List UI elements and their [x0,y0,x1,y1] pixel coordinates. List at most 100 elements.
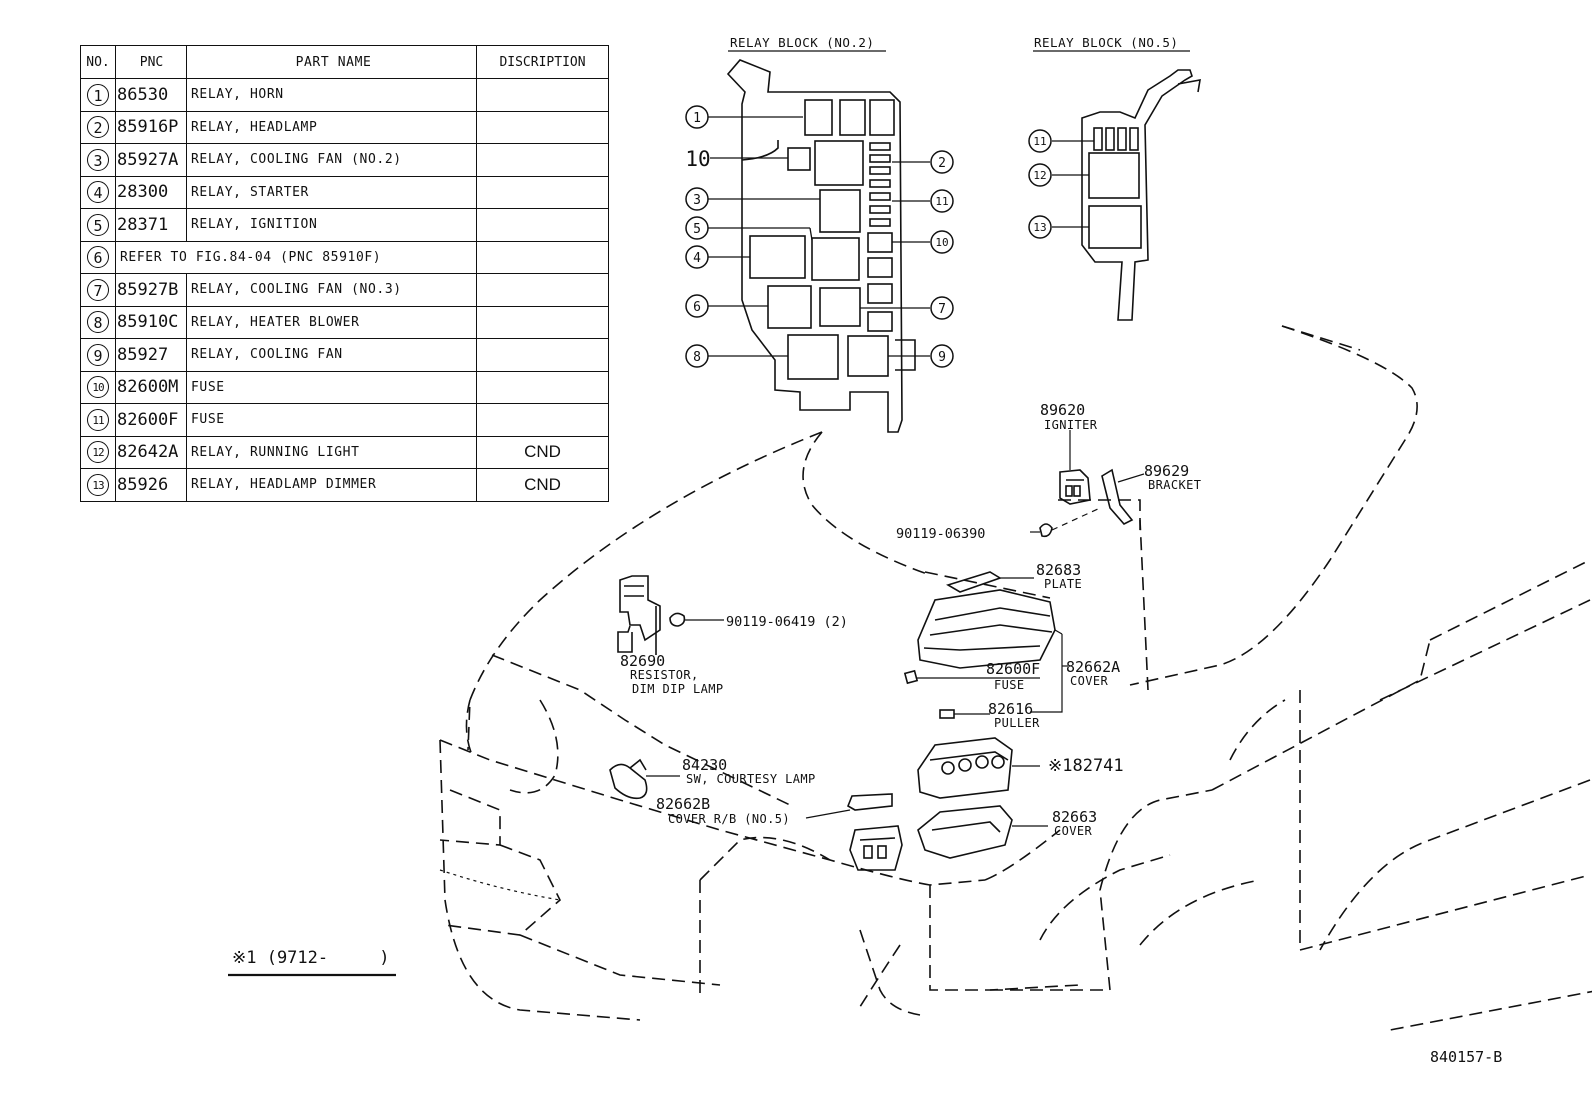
row-part-name-cell: RELAY, IGNITION [186,208,477,242]
part-90119-06390-number: 90119-06390 [896,526,986,542]
rb2-callout-10-right: 10 [935,236,948,249]
part-82600F-number: 82600F [986,660,1041,678]
row-description-cell [476,110,609,144]
relay-block-cover-drawing [917,805,1048,859]
part-82662B-number: 82662B [656,795,711,813]
table-header-row: NO. PNC PART NAME DISCRIPTION [80,45,609,79]
part-82600F-name: FUSE [994,678,1025,692]
row-part-name-cell: RELAY, HORN [186,78,477,112]
row-pnc-cell: 28371 [115,208,187,242]
relay-block-2-drawing [726,59,916,433]
part-82616-number: 82616 [988,700,1034,718]
row-pnc-cell: 85927A [115,143,187,177]
part-82663-number: 82663 [1052,808,1098,826]
row-number-cell: 3 [80,143,116,177]
part-82690-name-line1: RESISTOR, [630,668,699,682]
rb5-callout-13: 13 [1033,221,1046,234]
row-number-cell: 13 [80,468,116,502]
car-body-outline [439,325,1592,1031]
relay-block-5-leaders [1052,140,1094,228]
row-number-circle: 5 [87,213,109,236]
relay-block-5-body-drawing [849,825,903,871]
row-number-circle: 13 [87,473,109,496]
part-82683-number: 82683 [1036,561,1082,579]
row-number-circle: 10 [87,376,109,399]
part-82662A-number: 82662A [1066,658,1121,676]
igniter-drawing [1059,430,1091,505]
part-89620-number: 89620 [1040,401,1086,419]
row-description-cell [476,305,609,339]
header-description: DISCRIPTION [476,45,609,79]
row-number-circle: 4 [87,181,109,204]
row-number-cell: 5 [80,208,116,242]
row-part-name-cell: RELAY, HEADLAMP [186,110,477,144]
row-number-cell: 10 [80,370,116,404]
bracket-drawing [1101,468,1145,525]
row-part-name-cell: RELAY, COOLING FAN (NO.2) [186,143,477,177]
row-part-name-cell: RELAY, COOLING FAN (NO.3) [186,273,477,307]
part-82662B-name: COVER R/B (NO.5) [668,812,790,826]
footnote: ※1 (9712- ) [232,948,390,968]
row-part-name-cell: RELAY, STARTER [186,175,477,209]
fuse-box-cover-drawing [917,589,1068,713]
rb2-callout-5: 5 [693,222,701,237]
courtesy-switch-drawing [609,758,680,800]
row-description-cell [476,78,609,112]
relay-block-drawing [917,737,1040,799]
row-pnc-cell: 85927 [115,338,187,372]
part-82616-name: PULLER [994,716,1040,730]
rb2-callout-11: 11 [935,195,948,208]
part-84230-name: SW, COURTESY LAMP [686,772,816,786]
rb2-callout-2: 2 [938,156,946,171]
row-part-name-cell: RELAY, HEATER BLOWER [186,305,477,339]
row-number-circle: 7 [87,278,109,301]
row-description-cell: CND [476,435,609,469]
part-82690-number: 82690 [620,652,666,670]
part-82683-name: PLATE [1044,577,1083,591]
row-pnc-cell: 85916P [115,110,187,144]
row-part-name-cell: RELAY, COOLING FAN [186,338,477,372]
row-part-name-cell: RELAY, HEADLAMP DIMMER [186,468,477,502]
row-description-cell: CND [476,468,609,502]
rb2-callout-9: 9 [938,350,946,365]
row-pnc-cell: 85910C [115,305,187,339]
row-description-cell [476,175,609,209]
relay-block-5-drawing [1081,69,1201,321]
rb2-callout-8: 8 [693,350,701,365]
part-82690-name-line2: DIM DIP LAMP [632,682,724,696]
relay-block-5-title: RELAY BLOCK (NO.5) [1034,35,1179,50]
part-89629-name: BRACKET [1148,478,1202,492]
rb2-callout-10-left: 10 [685,147,710,171]
row-pnc-cell: 82642A [115,435,187,469]
row-description-cell [476,208,609,242]
part-90119-06419-number: 90119-06419 (2) [726,614,848,630]
row-pnc-cell: 82600F [115,403,187,437]
row-number-circle: 2 [87,116,109,139]
part-82662A-name: COVER [1070,674,1109,688]
row-number-circle: 3 [87,148,109,171]
row-number-circle: 11 [87,408,109,431]
rb2-callout-7: 7 [938,302,946,317]
part-89620-name: IGNITER [1044,418,1098,432]
rb2-callout-1: 1 [693,111,701,126]
row-number-circle: 12 [87,441,109,464]
rb2-callout-3: 3 [693,193,701,208]
header-no: NO. [80,45,116,79]
relay-block-2-title: RELAY BLOCK (NO.2) [730,35,875,50]
part-82663-name: COVER [1054,824,1093,838]
row-number-circle: 8 [87,311,109,334]
rb2-callout-4: 4 [693,251,701,266]
